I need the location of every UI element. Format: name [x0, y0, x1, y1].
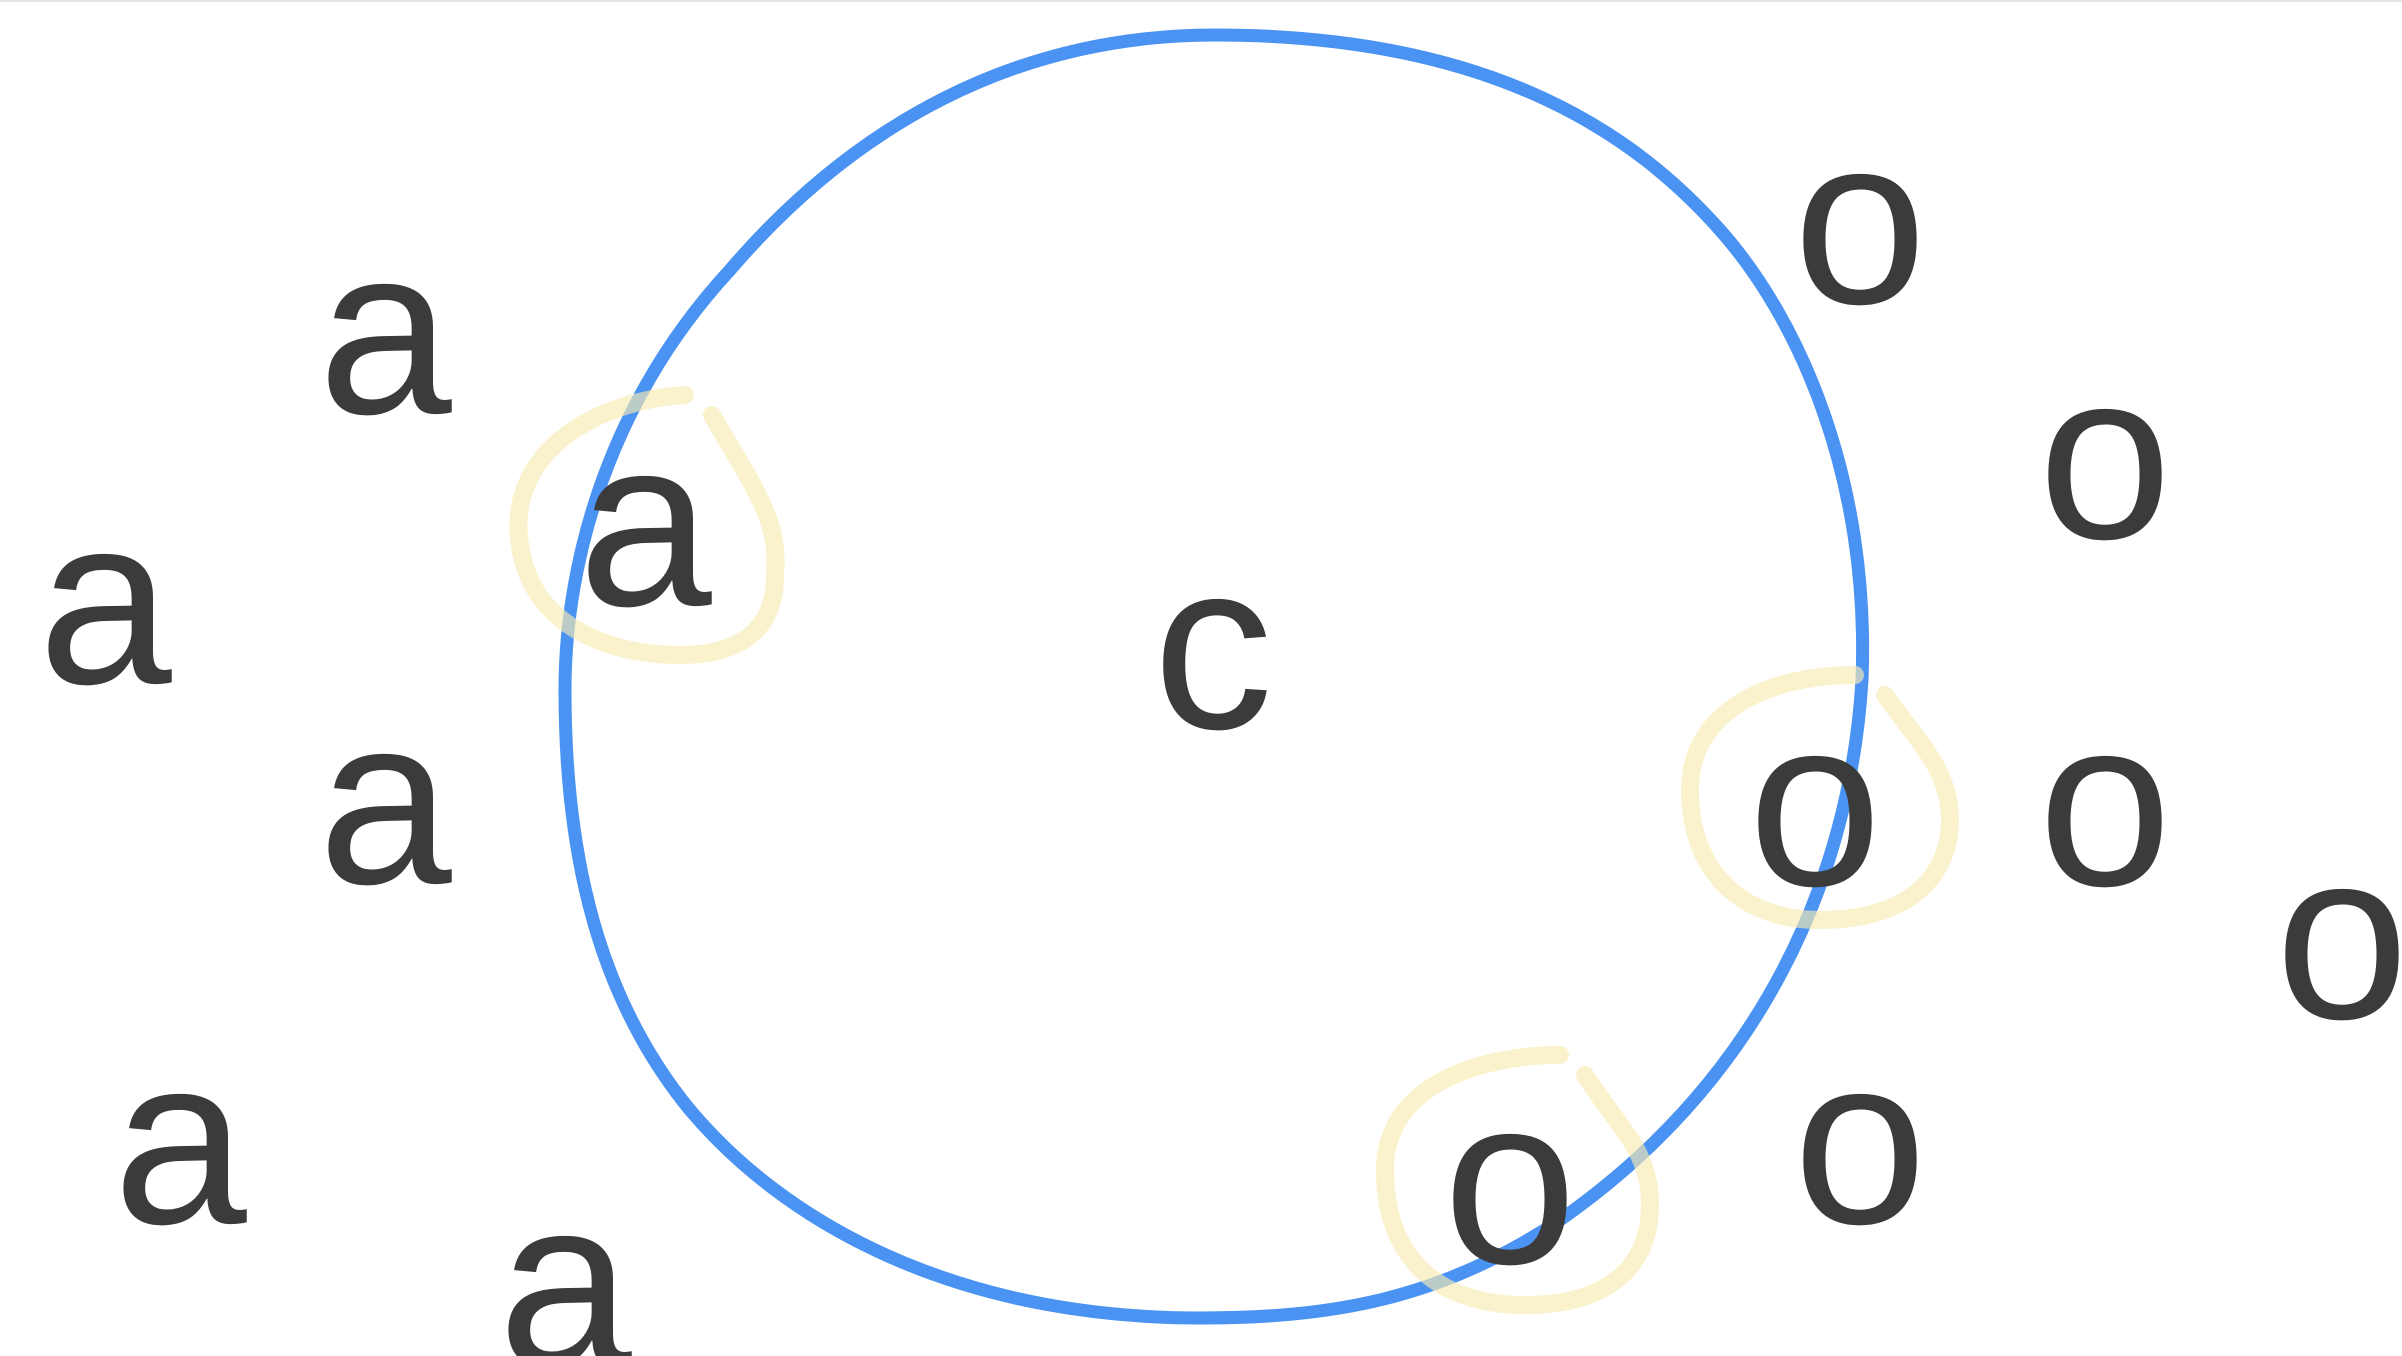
point-a: a	[318, 196, 452, 464]
point-a: a	[113, 1006, 247, 1274]
highlight-o-right	[1681, 666, 1959, 929]
highlight-marks	[509, 386, 1959, 1314]
point-o: o	[2038, 668, 2172, 936]
point-o: o	[1793, 1006, 1927, 1274]
highlight-o-bottom	[1376, 1046, 1659, 1314]
point-o-highlighted: o	[1748, 668, 1882, 936]
top-border	[0, 0, 2402, 2]
point-a-highlighted: a	[578, 388, 712, 656]
point-o: o	[2038, 321, 2172, 589]
highlight-a	[509, 386, 785, 664]
point-a: a	[318, 666, 452, 934]
point-o: o	[1793, 86, 1927, 354]
point-a: a	[498, 1148, 632, 1356]
center-point-c: c	[1153, 511, 1273, 779]
point-o: o	[2275, 801, 2402, 1069]
point-a: a	[38, 466, 172, 734]
point-o-highlighted: o	[1443, 1046, 1577, 1314]
